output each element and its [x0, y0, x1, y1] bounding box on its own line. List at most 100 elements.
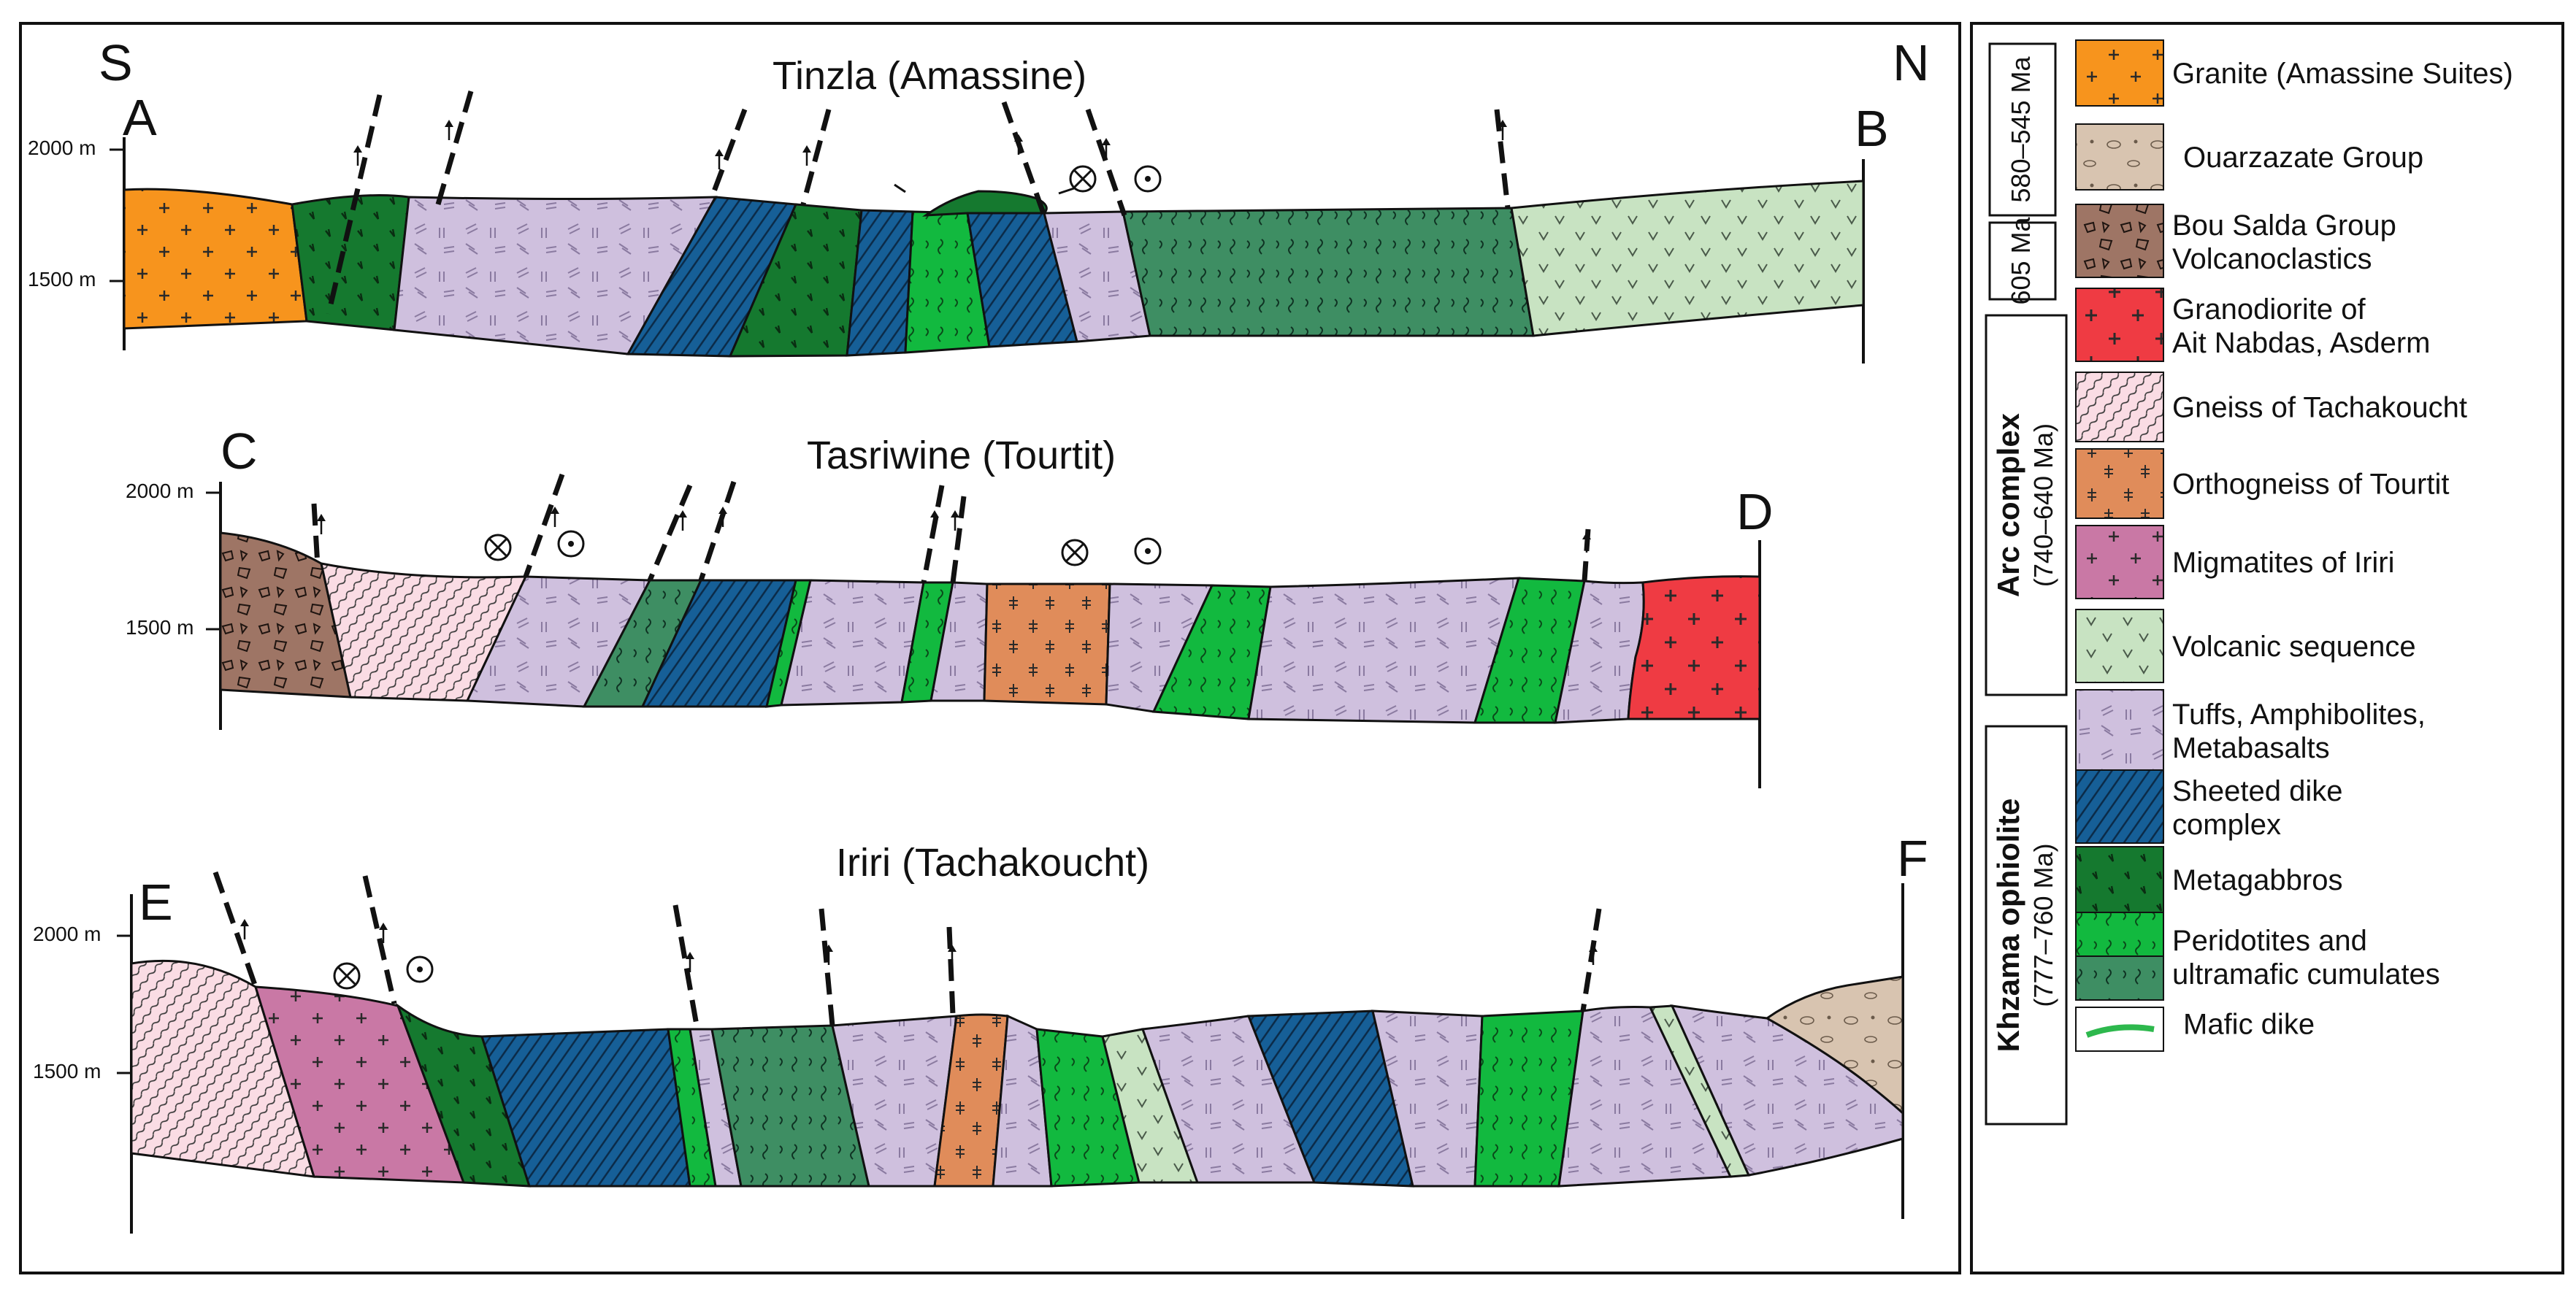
legend-label: Mafic dike: [2183, 1009, 2315, 1041]
legend-item-gneiss: Gneiss of Tachakoucht: [2075, 372, 2467, 442]
unit-band: [1765, 975, 1904, 1116]
legend-group-label: Khzama ophiolite(777–760 Ma): [1991, 799, 2058, 1053]
legend-label: Sheeted dike: [2172, 775, 2343, 807]
section-end-label: D: [1736, 483, 1774, 540]
legend-group: Arc complex(740–640 Ma): [1985, 314, 2068, 696]
legend-swatch: [2075, 912, 2164, 957]
legend-label: Tuffs, Amphibolites,: [2172, 699, 2426, 731]
fault-motion-arrow-icon: [686, 952, 694, 972]
section-tasriwine: Tasriwine (Tourtit) C D 2000 m 1500 m: [126, 423, 1774, 788]
fault-out-of-page-symbol: [406, 955, 434, 983]
legend-frame: [1970, 22, 2564, 1274]
legend-item-ouarzazate: Ouarzazate Group: [2075, 123, 2423, 191]
section-start-label: E: [139, 874, 173, 931]
fault-motion-arrow-icon: [948, 945, 957, 965]
fault-motion-arrow-icon: [1102, 138, 1111, 158]
section-start-label: C: [221, 423, 258, 480]
unit-band: [219, 531, 352, 699]
legend-swatch: [2075, 204, 2164, 278]
fault-line: [647, 484, 693, 582]
fault-out-of-page-symbol: [1134, 537, 1162, 565]
fault-motion-arrow-icon: [930, 510, 939, 531]
legend-group: 605 Ma: [1988, 216, 2057, 305]
compass-north: N: [1893, 34, 1930, 91]
fault-line: [698, 480, 737, 582]
unit-band: [1510, 180, 1865, 337]
legend-swatch: [2075, 288, 2164, 362]
fault-motion-arrow-icon: [951, 510, 959, 531]
legend-label: Gneiss of Tachakoucht: [2172, 392, 2467, 424]
fault-into-page-symbol: [1061, 539, 1089, 566]
unit-band: [123, 188, 308, 330]
fault-line: [950, 496, 967, 583]
legend-item-tuff: Tuffs, Amphibolites,Metabasalts: [2075, 689, 2426, 771]
fault-line: [435, 91, 474, 205]
legend-item-dike: Mafic dike: [2075, 1007, 2315, 1052]
legend-item-migmatite: Migmatites of Iriri: [2075, 525, 2395, 599]
fault-line: [709, 108, 748, 199]
fault-line: [1580, 908, 1602, 1012]
legend-swatch: [2075, 39, 2164, 107]
unit-band: [393, 196, 718, 355]
scale-2000: 2000 m: [28, 136, 96, 159]
legend-label: Peridotites and: [2172, 925, 2367, 957]
legend-item-metagabbro: Metagabbros: [2075, 846, 2342, 913]
legend-group-label: Arc complex(740–640 Ma): [1991, 412, 2058, 597]
section-iriri: Iriri (Tachakoucht) E F 2000 m 1500 m: [33, 830, 1928, 1234]
fault-motion-arrow-icon: [551, 507, 559, 527]
sections-frame: [19, 22, 1961, 1274]
fault-line: [1001, 101, 1047, 217]
fault-motion-arrow-icon: [1582, 532, 1591, 553]
fault-motion-arrow-icon: [379, 923, 388, 943]
compass-south: S: [99, 34, 133, 91]
fault-out-of-page-symbol: [557, 530, 585, 558]
fault-motion-arrow-icon: [1498, 120, 1507, 140]
legend-label: Granite (Amassine Suites): [2172, 58, 2513, 90]
legend-label: ultramafic cumulates: [2172, 958, 2440, 991]
fault-motion-arrow-icon: [317, 514, 326, 534]
legend-swatch: [2075, 525, 2164, 599]
fault-into-page-symbol: [333, 962, 361, 990]
fault-line: [819, 908, 835, 1026]
legend-item-granite: Granite (Amassine Suites): [2075, 39, 2513, 107]
fault-motion-arrow-icon: [1589, 945, 1598, 965]
scale-1500: 1500 m: [33, 1060, 101, 1082]
unit-band: [291, 194, 410, 331]
fault-line: [326, 94, 383, 315]
fault-motion-arrow-icon: [678, 510, 687, 531]
fault-line: [1494, 109, 1511, 209]
fault-into-page-symbol: [484, 534, 512, 561]
legend-swatch: [2075, 123, 2164, 191]
fault-line: [1085, 108, 1127, 217]
unit-band: [1247, 577, 1521, 724]
legend-label: Metagabbros: [2172, 864, 2342, 896]
legend-group: Khzama ophiolite(777–760 Ma): [1985, 725, 2068, 1126]
fault-line: [212, 871, 258, 988]
legend: Granite (Amassine Suites) Ouarzazate Grou…: [1985, 39, 2513, 1126]
legend-group: 580–545 Ma: [1988, 42, 2057, 217]
section-title: Tinzla (Amassine): [773, 54, 1086, 98]
legend-item-volcanic: Volcanic sequence: [2075, 609, 2416, 683]
fault-motion-arrow-icon: [715, 149, 724, 169]
section-end-label: F: [1897, 830, 1928, 887]
legend-swatch: [2075, 769, 2164, 844]
fault-line: [800, 109, 832, 205]
legend-group-label: 580–545 Ma: [2006, 55, 2036, 202]
legend-label: Granodiorite of: [2172, 293, 2366, 326]
scale-2000: 2000 m: [126, 480, 193, 502]
legend-label: Ait Nabdas, Asderm: [2172, 327, 2431, 359]
section-tinzla: Tinzla (Amassine) A B 2000 m 1500 m: [28, 54, 1889, 364]
unit-band: [983, 582, 1111, 706]
legend-label: Volcanoclastics: [2172, 243, 2372, 275]
legend-group-label: 605 Ma: [2006, 216, 2036, 304]
fault-motion-arrow-icon: [353, 145, 362, 166]
fault-line: [946, 926, 956, 1015]
fault-line: [672, 904, 700, 1030]
legend-label: Migmatites of Iriri: [2172, 547, 2395, 579]
fault-line: [311, 503, 321, 566]
section-start-label: A: [123, 89, 157, 146]
legend-label: Ouarzazate Group: [2183, 142, 2423, 174]
legend-label: Bou Salda Group: [2172, 209, 2396, 242]
